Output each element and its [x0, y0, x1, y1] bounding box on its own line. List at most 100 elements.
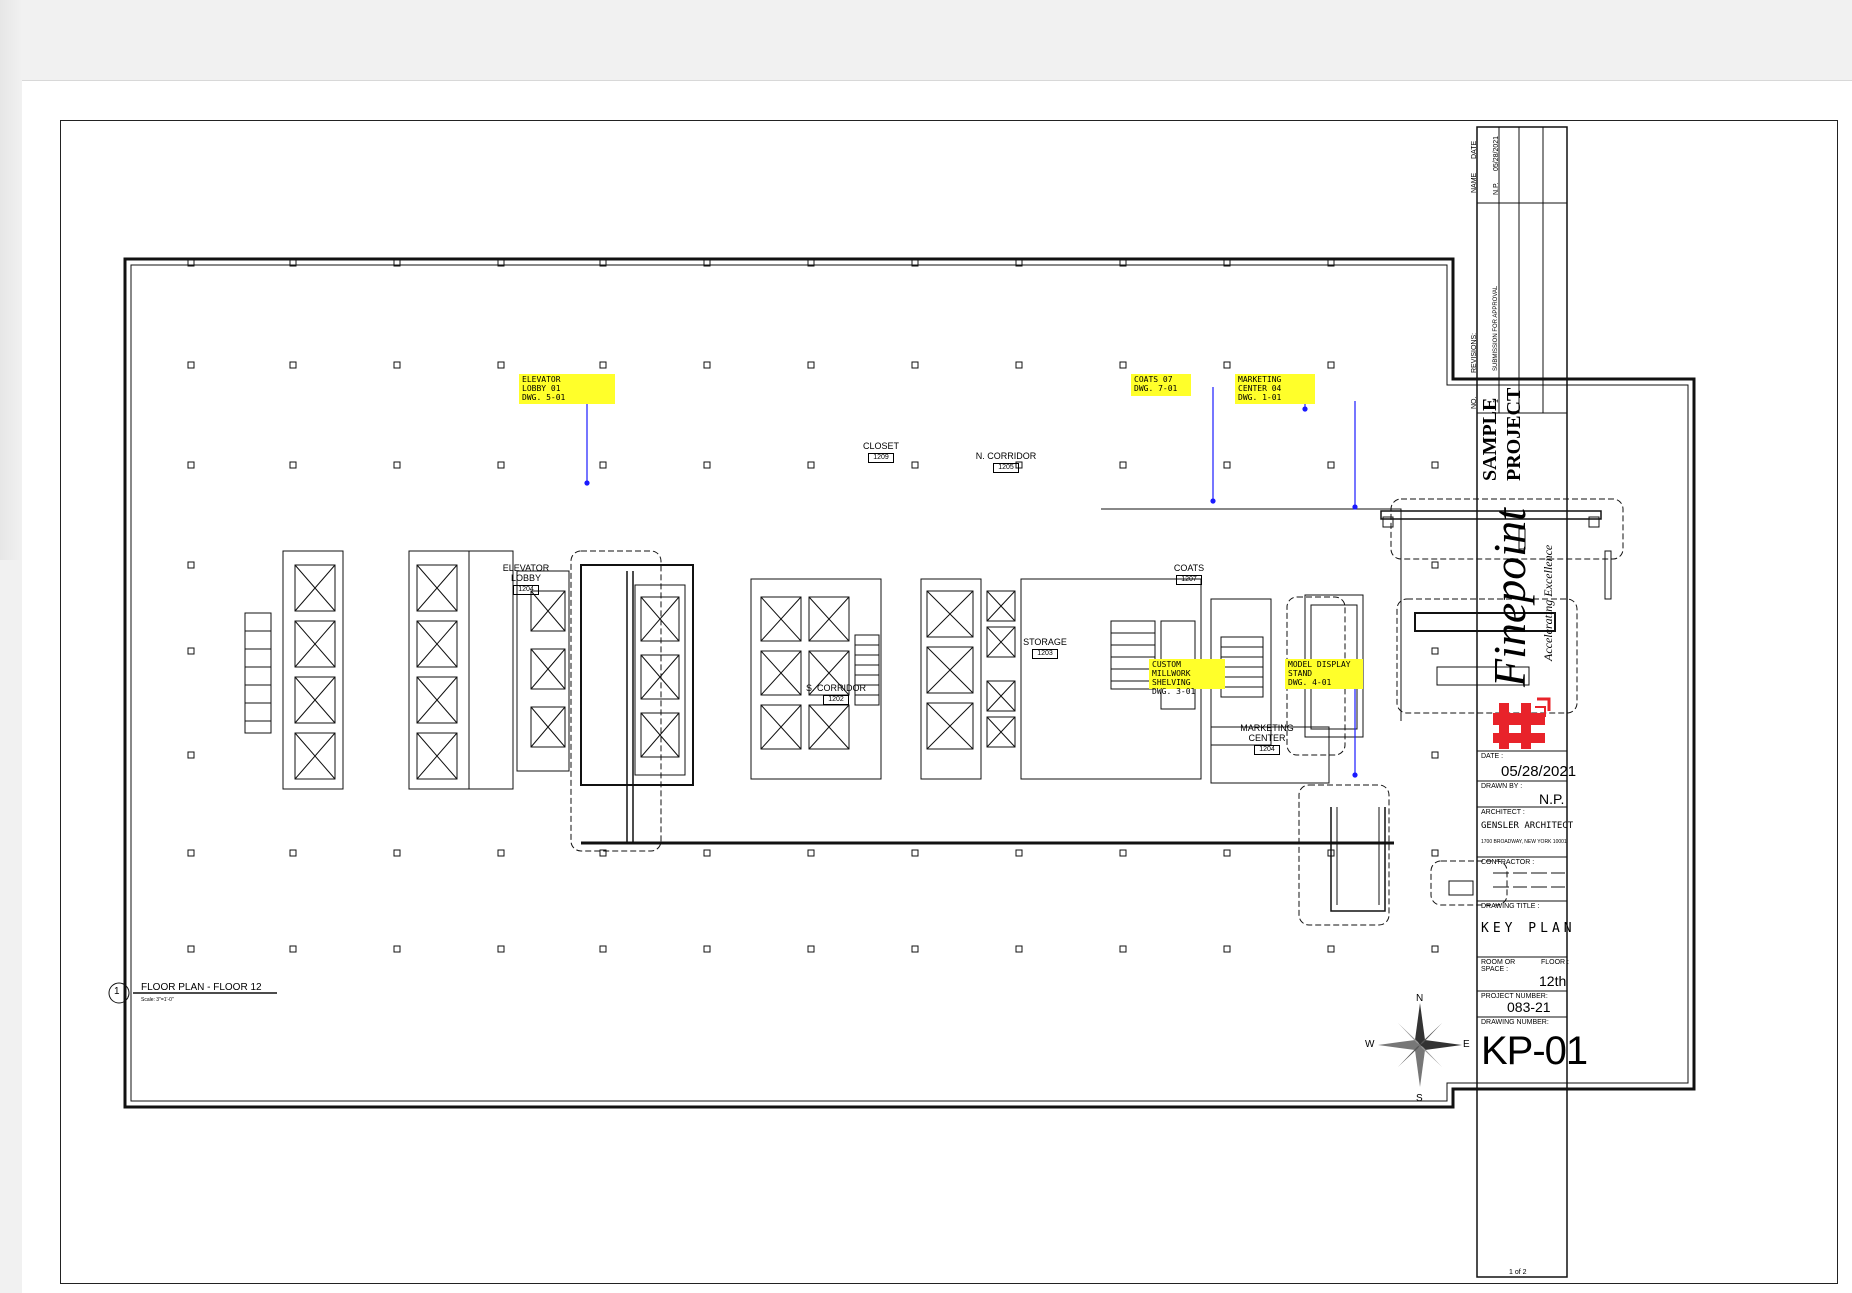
compass-south-label: S	[1416, 1093, 1423, 1104]
finepoint-logo-icon	[1493, 697, 1551, 749]
column-marker	[1431, 849, 1439, 857]
room-number: 1204	[1254, 745, 1280, 755]
column-marker	[599, 361, 607, 369]
column-marker	[393, 461, 401, 469]
tb-no-label: NO.	[1471, 396, 1478, 409]
note-line: SHELVING	[1152, 678, 1191, 687]
column-marker	[599, 259, 607, 267]
room-marketing-center: MARKETING CENTER 1204	[1237, 723, 1297, 755]
drawing-sheet: ELEVATOR LOBBY 01 DWG. 5-01 COATS 07 DWG…	[60, 120, 1838, 1284]
note-elevator-lobby: ELEVATOR LOBBY 01 DWG. 5-01	[519, 374, 615, 404]
column-marker	[599, 945, 607, 953]
tb-name-value: N.P.	[1493, 182, 1500, 195]
column-marker	[187, 647, 195, 655]
tb-project-number-value: 083-21	[1507, 999, 1551, 1015]
column-marker	[1015, 849, 1023, 857]
room-name: S. CORRIDOR	[805, 683, 866, 693]
tb-contractor-label: CONTRACTOR :	[1481, 859, 1535, 866]
note-line: DWG. 1-01	[1238, 393, 1282, 402]
room-name: STORAGE	[1023, 637, 1067, 647]
column-marker	[1327, 259, 1335, 267]
viewer-left-shade	[0, 0, 22, 560]
room-name: COATS	[1173, 563, 1205, 573]
note-custom-millwork: CUSTOM MILLWORK SHELVING DWG. 3-01	[1149, 659, 1225, 696]
tb-project-number-label: PROJECT NUMBER:	[1481, 993, 1548, 1000]
note-line: COATS 07	[1134, 375, 1173, 384]
column-marker	[289, 259, 297, 267]
room-number: 1205	[993, 463, 1019, 473]
tb-revision-text: SUBMISSION FOR APPROVAL	[1493, 285, 1499, 371]
column-marker	[599, 849, 607, 857]
column-marker	[187, 751, 195, 759]
tb-date-value: 05/28/2021	[1493, 135, 1500, 171]
tb-architect-name: GENSLER ARCHITECT	[1481, 821, 1574, 831]
tb-floor-label: FLOOR :	[1541, 959, 1570, 966]
column-marker	[1431, 647, 1439, 655]
column-marker	[703, 461, 711, 469]
compass-east-label: E	[1463, 1039, 1470, 1050]
room-number: 1204	[513, 585, 539, 595]
column-marker	[1015, 945, 1023, 953]
column-marker	[807, 461, 815, 469]
column-marker	[1015, 259, 1023, 267]
column-marker	[1327, 461, 1335, 469]
column-marker	[1431, 461, 1439, 469]
note-line: CUSTOM MILLWORK	[1152, 660, 1191, 678]
plan-title: FLOOR PLAN - FLOOR 12	[141, 982, 262, 993]
column-marker	[911, 259, 919, 267]
note-coats: COATS 07 DWG. 7-01	[1131, 374, 1191, 396]
room-name: N. CORRIDOR	[975, 451, 1037, 461]
column-marker	[807, 849, 815, 857]
room-coats: COATS 1207	[1169, 563, 1209, 585]
column-marker	[1223, 259, 1231, 267]
plan-scale: Scale: 3"=1'-0"	[141, 997, 174, 1003]
column-marker	[1327, 361, 1335, 369]
tb-date-field-label: DATE :	[1481, 753, 1504, 760]
plan-number: 1	[114, 986, 120, 997]
room-number: 1207	[1176, 575, 1202, 585]
tb-project-line2: PROJECT	[1503, 387, 1525, 481]
column-marker	[1119, 361, 1127, 369]
room-closet: CLOSET 1209	[861, 441, 901, 463]
column-marker	[1119, 259, 1127, 267]
column-marker	[703, 849, 711, 857]
logo-wordmark: Finepoint	[1484, 508, 1535, 687]
note-line: MARKETING	[1238, 375, 1282, 384]
column-marker	[1223, 361, 1231, 369]
tb-drawing-title-value: KEY PLAN	[1481, 921, 1576, 936]
note-line: LOBBY 01	[522, 384, 561, 393]
note-line: ELEVATOR	[522, 375, 561, 384]
compass-rose-icon	[1378, 1003, 1462, 1087]
column-marker	[911, 361, 919, 369]
compass-north-label: N	[1416, 993, 1424, 1004]
note-line: DWG. 5-01	[522, 393, 566, 402]
logo-tagline: Accelerating Excellence	[1541, 544, 1555, 661]
column-marker	[497, 259, 505, 267]
column-marker	[1015, 361, 1023, 369]
column-marker	[289, 461, 297, 469]
column-marker	[1223, 945, 1231, 953]
column-marker	[1223, 461, 1231, 469]
room-name: MARKETING CENTER	[1240, 723, 1294, 743]
note-marketing-center: MARKETING CENTER 04 DWG. 1-01	[1235, 374, 1315, 404]
column-marker	[1431, 561, 1439, 569]
tb-drawing-number-value: KP-01	[1481, 1029, 1588, 1073]
tb-sheet-of: 1 of 2	[1509, 1269, 1527, 1276]
tb-name-label: NAME	[1471, 172, 1478, 193]
viewer-top-bar	[0, 0, 1852, 78]
note-line: MODEL DISPLAY	[1288, 660, 1351, 669]
tb-date-field-value: 05/28/2021	[1501, 763, 1577, 780]
tb-date-label: DATE	[1471, 140, 1478, 159]
column-marker	[1015, 461, 1023, 469]
column-marker	[497, 361, 505, 369]
note-line: CENTER 04	[1238, 384, 1282, 393]
room-elevator-lobby: ELEVATOR LOBBY 1204	[501, 563, 551, 595]
column-marker	[393, 945, 401, 953]
column-marker	[289, 361, 297, 369]
compass-west-label: W	[1365, 1039, 1375, 1050]
column-marker	[497, 849, 505, 857]
note-line: DWG. 7-01	[1134, 384, 1178, 393]
column-marker	[703, 945, 711, 953]
column-marker	[497, 945, 505, 953]
column-marker	[807, 945, 815, 953]
